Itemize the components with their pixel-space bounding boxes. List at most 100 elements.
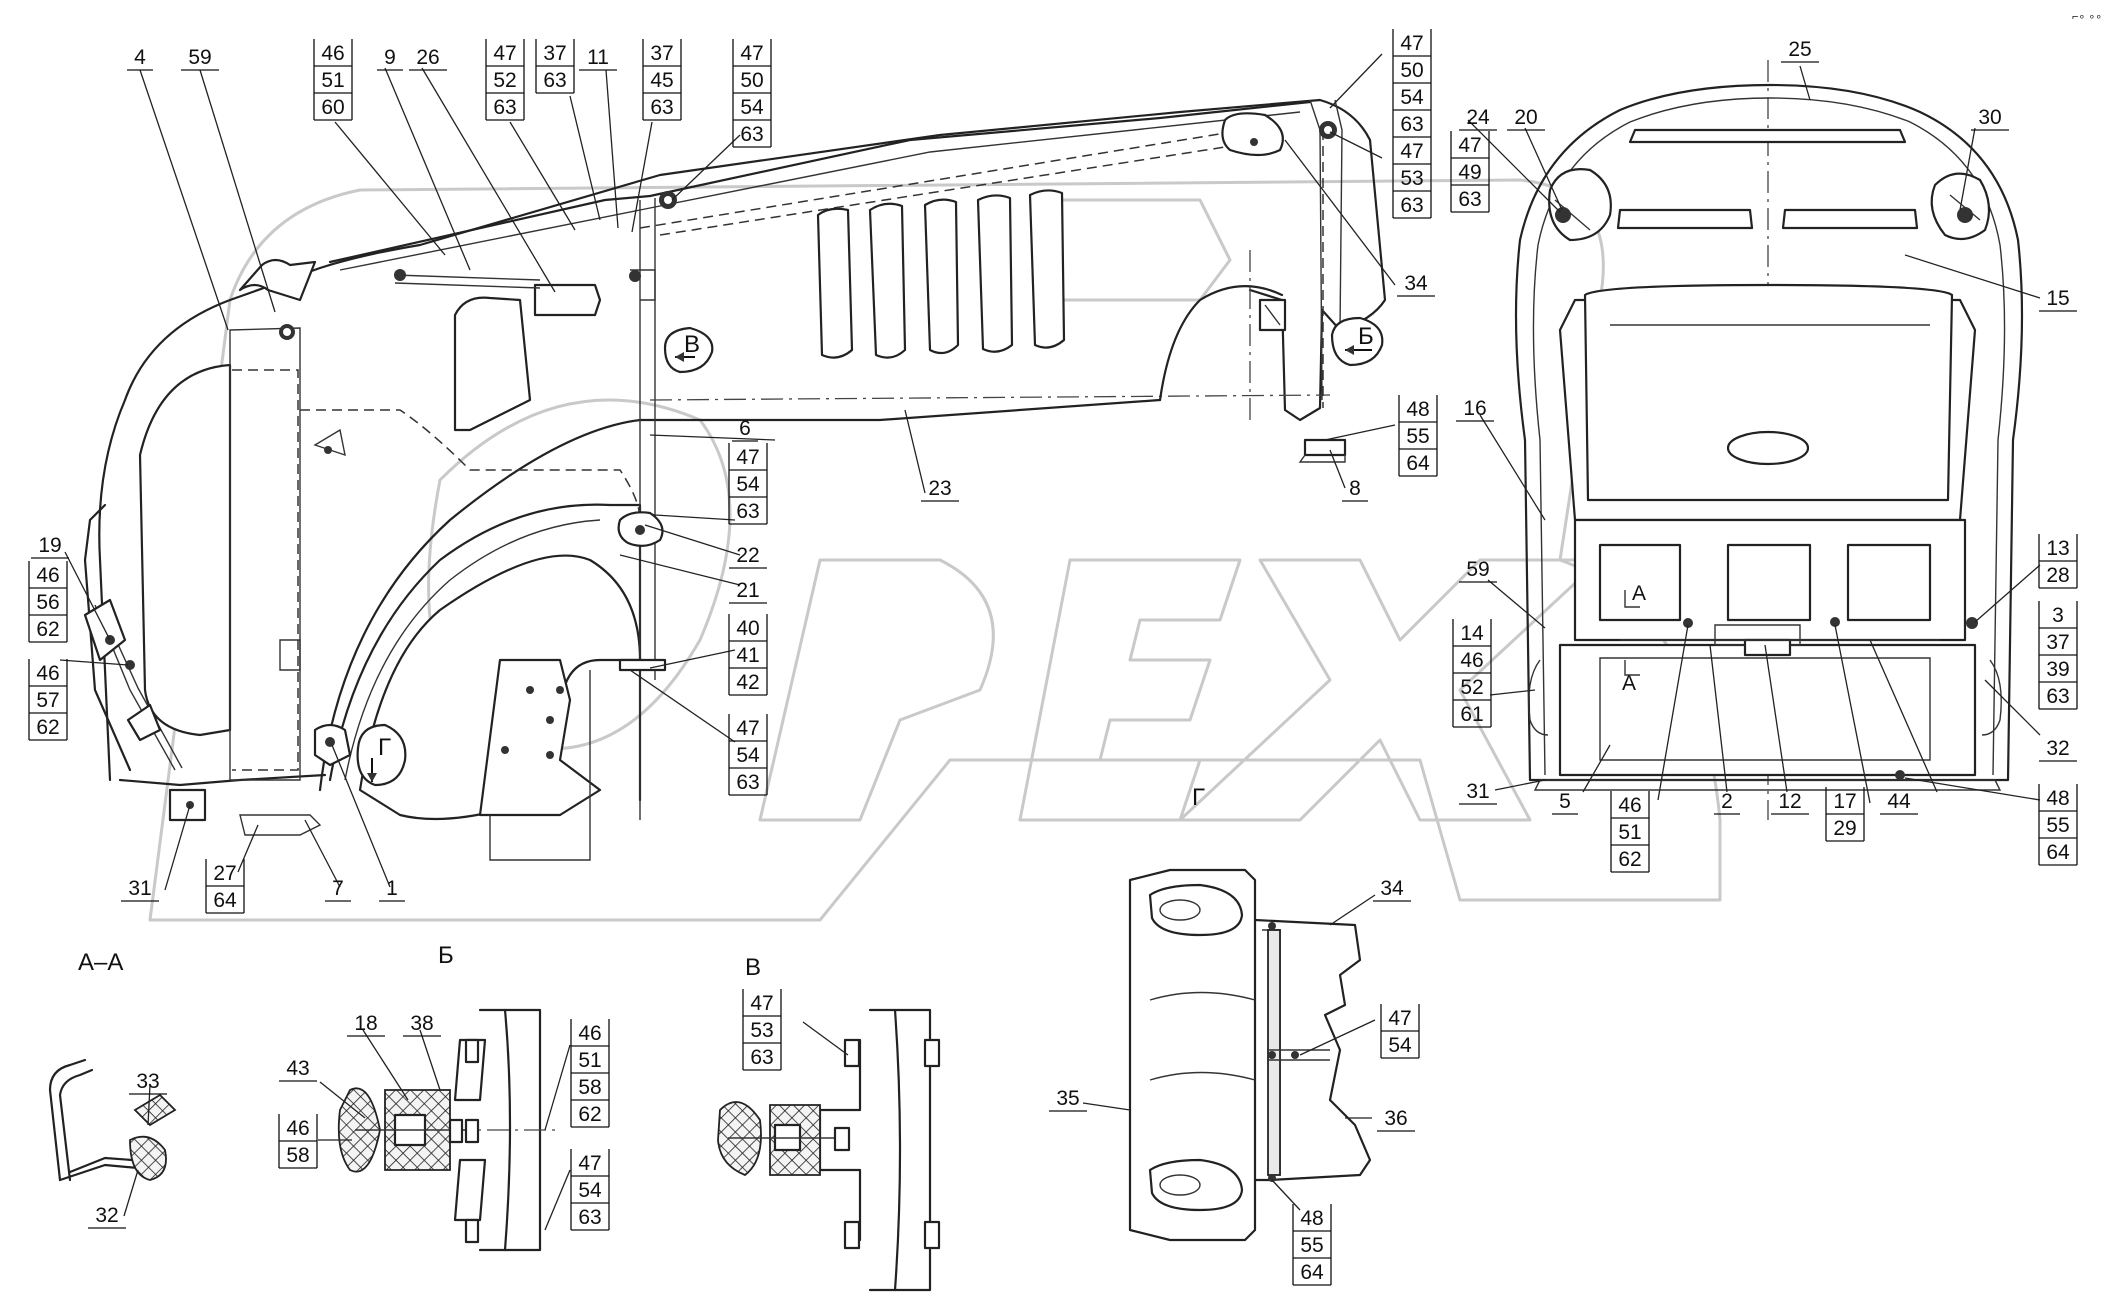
section-a-a — [48, 1058, 177, 1182]
callout-number: 51 — [1618, 821, 1641, 844]
callout-number: 27 — [213, 862, 236, 885]
callout-number: 6 — [739, 417, 751, 440]
callout-c9: 9 — [377, 46, 403, 71]
callout-number: 63 — [1400, 113, 1423, 136]
callout-number: 62 — [36, 618, 59, 641]
callout-number: 48 — [1300, 1207, 1323, 1230]
callout-number: 63 — [543, 69, 566, 92]
section-b — [337, 1008, 560, 1252]
view-v-label: В — [684, 331, 700, 358]
callout-number: 53 — [1400, 167, 1423, 190]
callout-number: 54 — [578, 1179, 602, 1202]
callout-number: 61 — [1460, 703, 1483, 726]
callout-number: 63 — [740, 123, 763, 146]
callout-number: 19 — [38, 534, 61, 557]
callout-c35: 35 — [1049, 1087, 1087, 1112]
view-b-label: Б — [1358, 323, 1374, 350]
callout-number: 37 — [650, 42, 673, 65]
callout-number: 20 — [1514, 106, 1537, 129]
callout-number: 63 — [1400, 194, 1423, 217]
callout-number: 58 — [286, 1144, 309, 1167]
callout-number: 35 — [1056, 1087, 1079, 1110]
callout-number: 46 — [578, 1022, 601, 1045]
callout-number: 50 — [1400, 59, 1423, 82]
callout-number: 62 — [578, 1103, 601, 1126]
callout-number: 33 — [136, 1070, 159, 1093]
callout-number: 4 — [134, 46, 146, 69]
callout-number: 12 — [1778, 790, 1801, 813]
callout-c26: 26 — [409, 46, 447, 71]
leader-lines — [59, 53, 2041, 1231]
callout-number: 63 — [750, 1046, 773, 1069]
callout-number: 2 — [1721, 790, 1733, 813]
callout-number: 64 — [2046, 841, 2070, 864]
callout-number: 8 — [1349, 477, 1361, 500]
callout-c1: 1 — [379, 877, 405, 902]
callout-number: 47 — [1388, 1007, 1411, 1030]
callout-number: 54 — [736, 744, 760, 767]
callout-number: 46 — [1618, 794, 1641, 817]
callout-c47-53-63a: 47 53 63 — [1392, 137, 1432, 219]
callout-c59: 59 — [181, 46, 219, 71]
callout-number: 13 — [2046, 537, 2069, 560]
side-view: В Б Г — [83, 98, 1387, 861]
callout-c44: 44 — [1880, 790, 1918, 815]
callout-number: 56 — [36, 591, 59, 614]
callout-number: 22 — [736, 544, 759, 567]
callout-number: 47 — [578, 1152, 601, 1175]
callout-number: 40 — [736, 617, 759, 640]
callout-number: 17 — [1833, 790, 1856, 813]
callout-number: 42 — [736, 671, 759, 694]
callout-number: 31 — [128, 877, 151, 900]
callout-number: 63 — [736, 500, 759, 523]
callout-number: 47 — [1400, 140, 1423, 163]
callout-c43: 43 — [279, 1057, 317, 1082]
callout-number: 25 — [1788, 38, 1811, 61]
callout-number: 15 — [2046, 287, 2069, 310]
louvers — [816, 189, 1066, 359]
callout-c36: 36 — [1377, 1107, 1415, 1132]
callout-c25: 25 — [1781, 38, 1819, 63]
callout-c20: 20 — [1507, 106, 1545, 131]
view-arrow-b: Б — [1330, 316, 1384, 367]
callout-number: 47 — [736, 717, 759, 740]
callout-number: 11 — [587, 46, 609, 69]
callout-number: 64 — [1406, 452, 1430, 475]
callout-number: 24 — [1466, 106, 1490, 129]
callout-number: 62 — [1618, 848, 1641, 871]
callout-number: 64 — [1300, 1261, 1324, 1284]
callout-number: 52 — [1460, 676, 1483, 699]
callout-number: 59 — [1466, 558, 1489, 581]
callout-number: 64 — [213, 889, 237, 912]
callout-number: 37 — [543, 42, 566, 65]
callout-number: 7 — [332, 877, 344, 900]
callout-c59b: 59 — [1459, 558, 1497, 583]
callout-c7: 7 — [325, 877, 351, 902]
callout-number: 34 — [1404, 272, 1428, 295]
callout-number: 54 — [736, 473, 760, 496]
callout-number: 37 — [2046, 631, 2069, 654]
callout-number: 30 — [1978, 106, 2001, 129]
callout-c23: 23 — [921, 477, 959, 502]
callout-number: 46 — [1460, 649, 1483, 672]
callout-number: 63 — [578, 1206, 601, 1229]
section-cut-a-upper: А — [1632, 582, 1646, 605]
callout-c11: 11 — [579, 46, 617, 71]
callout-c21: 21 — [729, 579, 767, 604]
callout-number: 16 — [1463, 397, 1486, 420]
callout-number: 51 — [321, 69, 344, 92]
callout-number: 21 — [736, 579, 759, 602]
